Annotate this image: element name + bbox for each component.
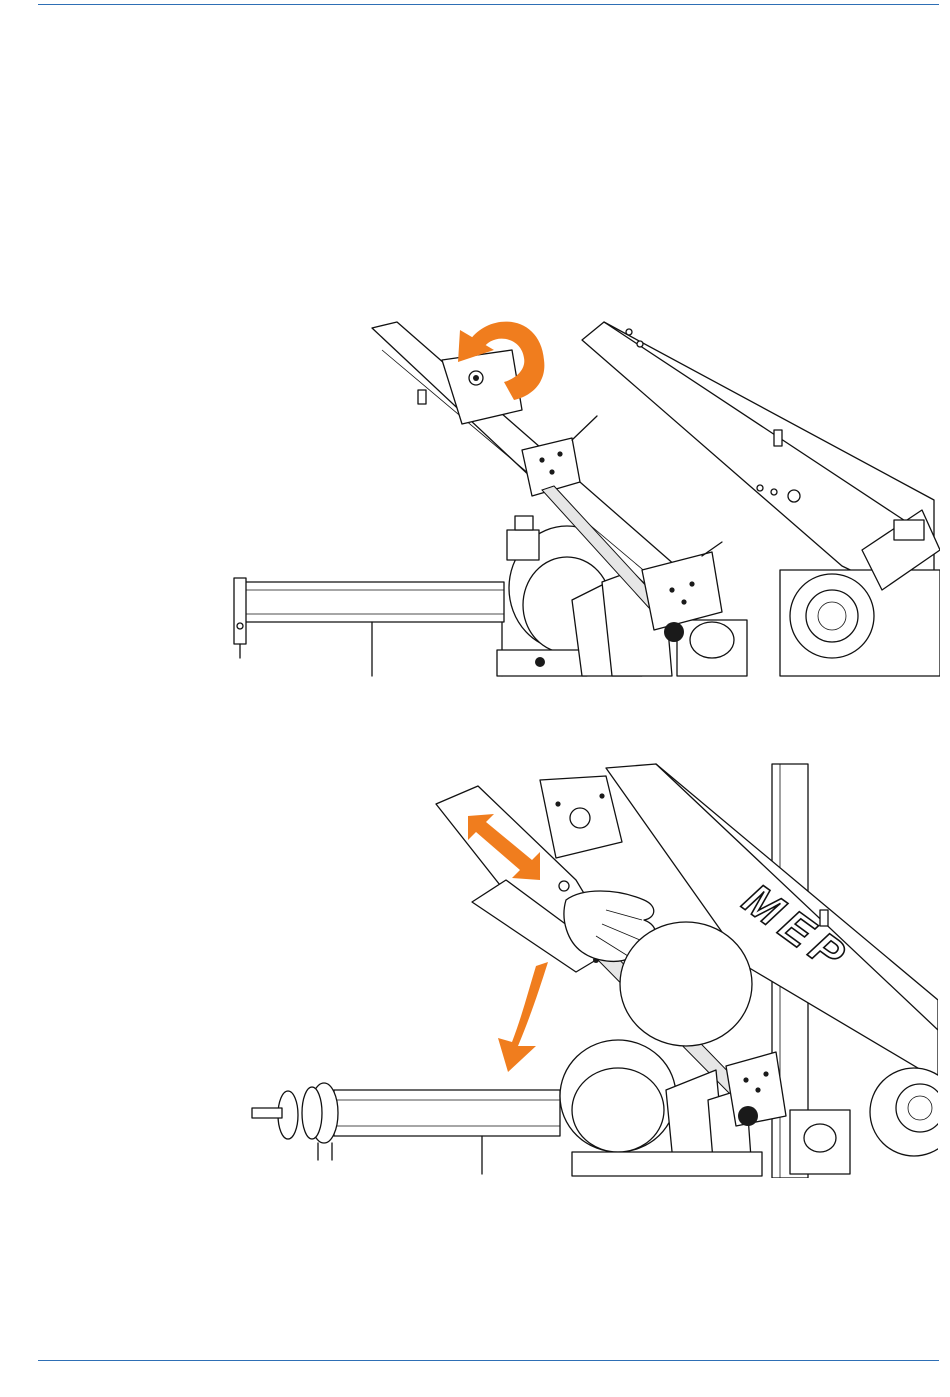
header-rule: [38, 4, 939, 5]
bar-support-arm: [234, 578, 504, 676]
figure-saw-head-rotation: [222, 320, 940, 680]
saw-motor: [870, 1068, 938, 1156]
footer-rule: [38, 1360, 939, 1361]
bar-support-arm: [252, 1083, 560, 1174]
figure-blade-fitting: MEP: [246, 760, 938, 1178]
curved-down-arrow-icon: [498, 962, 548, 1072]
